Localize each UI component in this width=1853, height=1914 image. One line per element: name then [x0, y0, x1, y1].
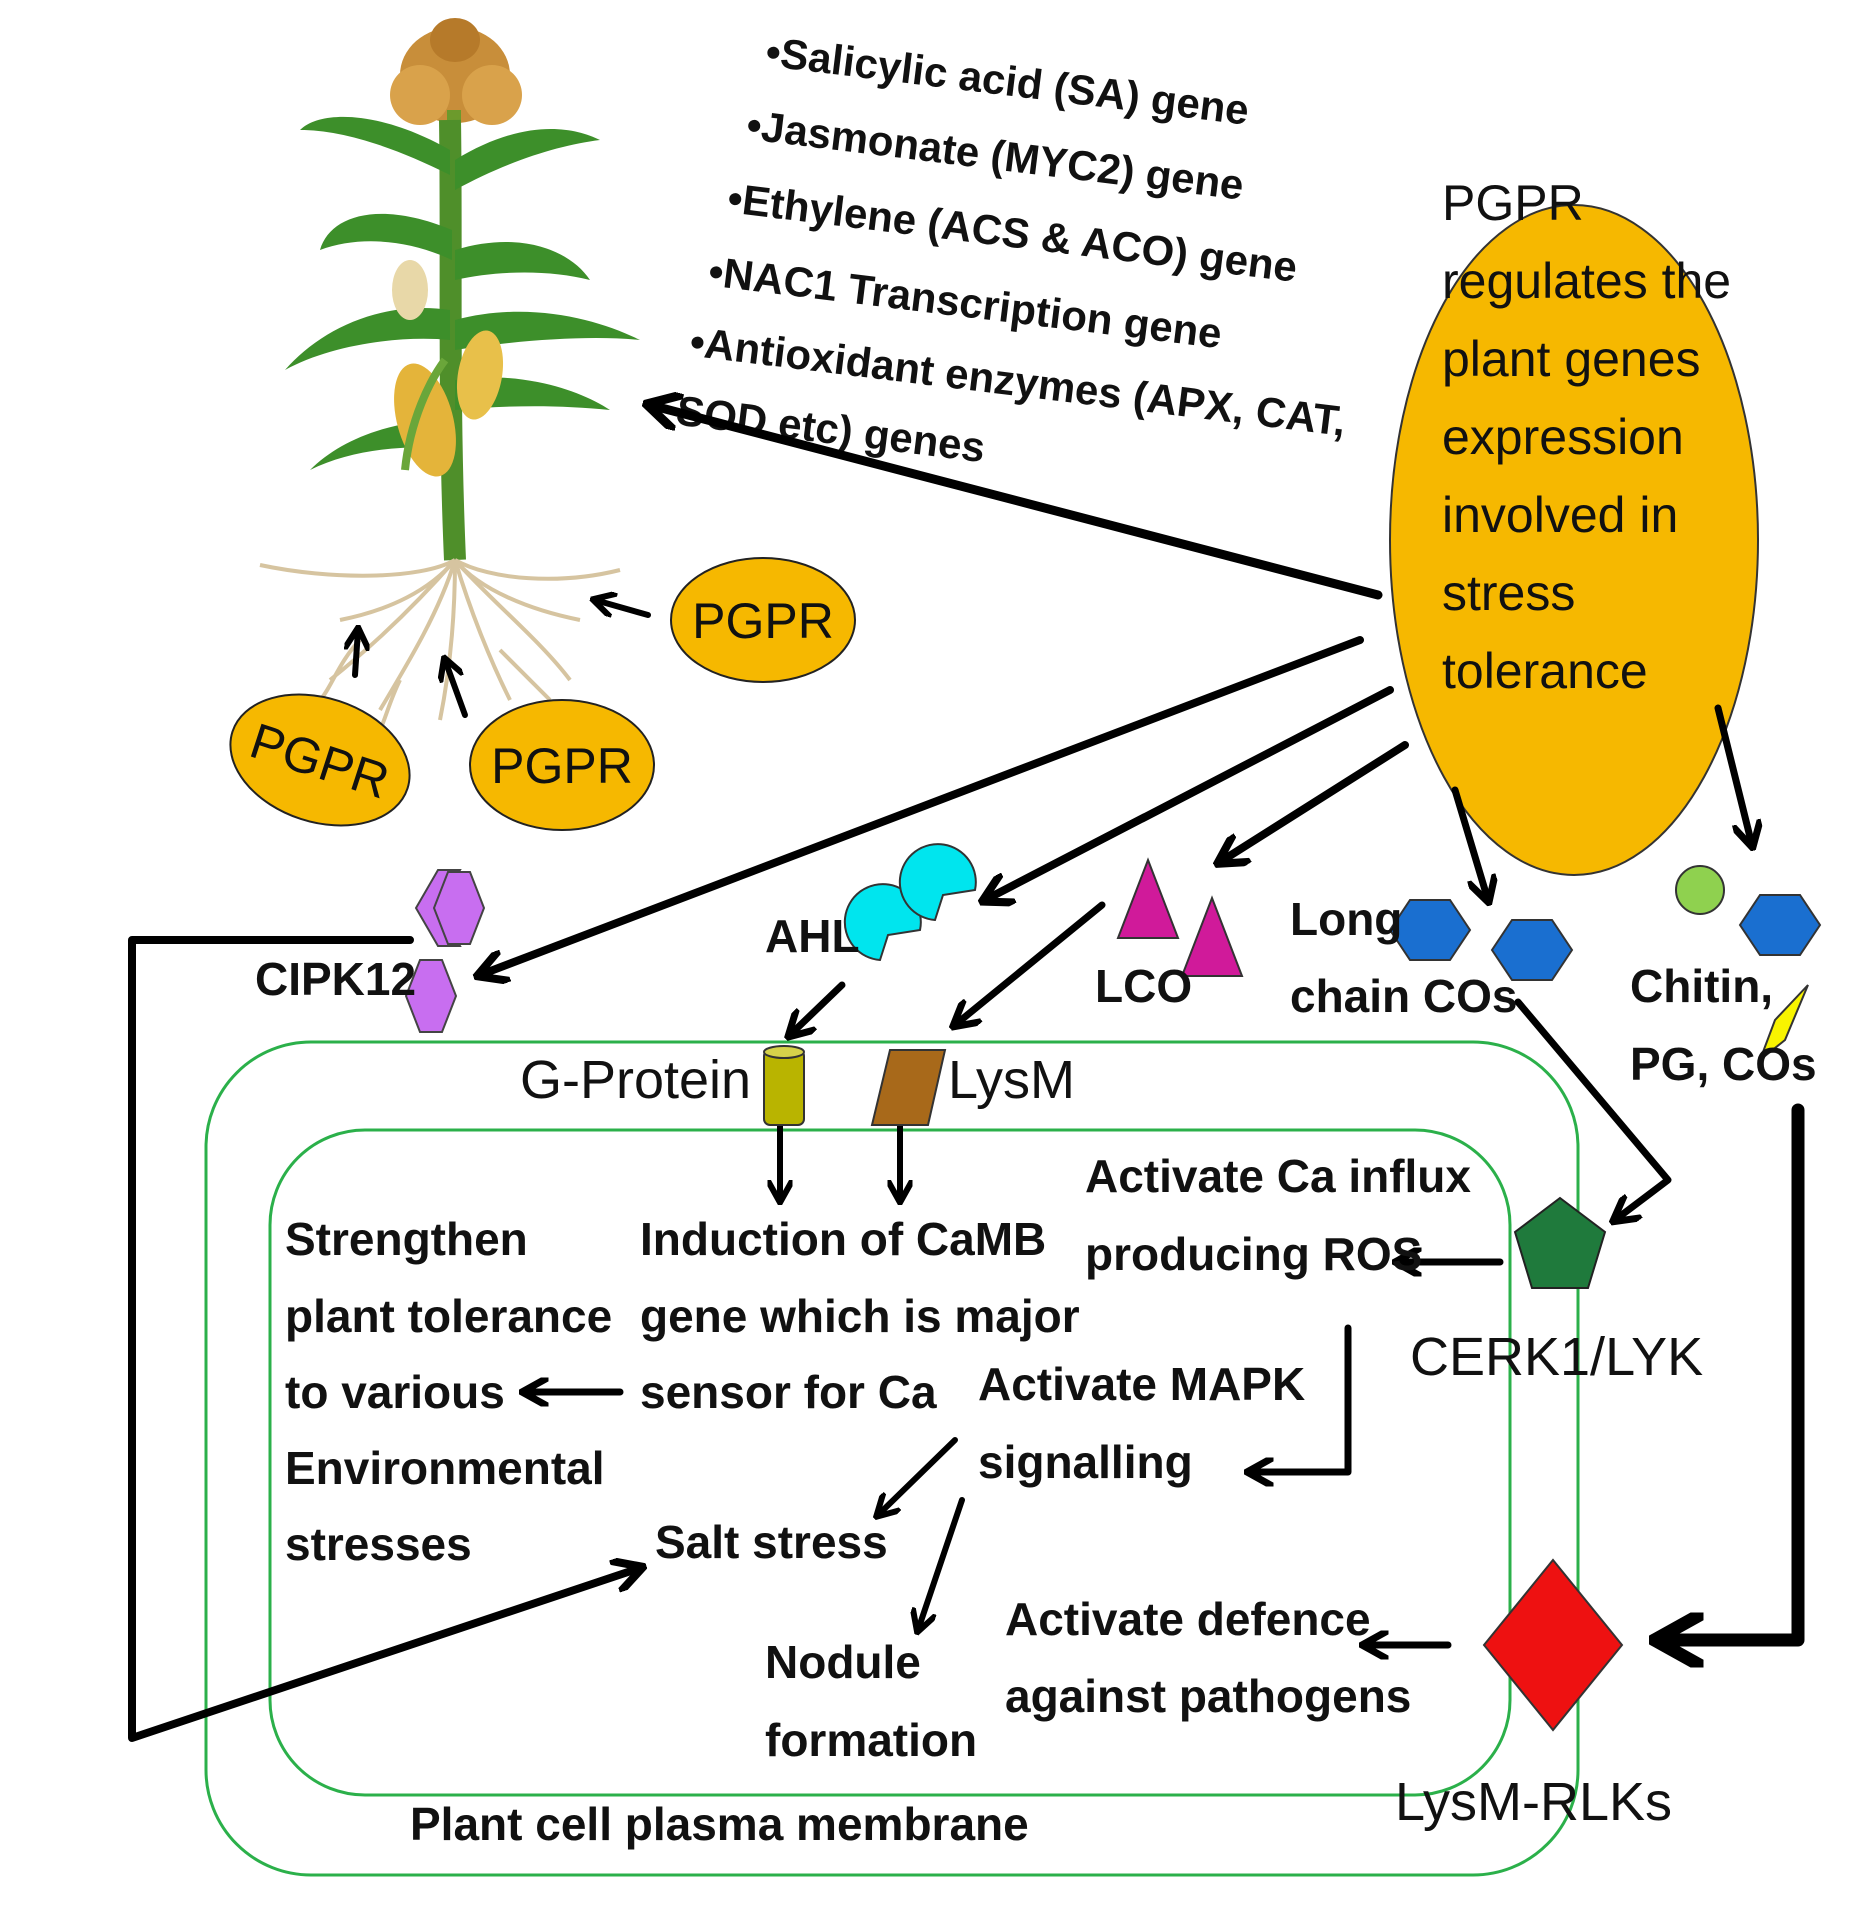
- pgpr-oval-label: PGPR: [692, 593, 834, 649]
- arrow-chitin-lysmrlk: [1660, 1103, 1805, 1640]
- cerk1-label: CERK1/LYK: [1410, 1327, 1703, 1387]
- lco-label: LCO: [1095, 960, 1192, 1012]
- outer-membrane: [204, 1040, 1580, 1877]
- arrow-to-cipk12: [480, 636, 1364, 975]
- arrow-ca-mapk: [1250, 1324, 1352, 1472]
- pgpr-main-text: PGPR regulates the plant genes expressio…: [1442, 175, 1745, 699]
- arrow-mapk-salt: [878, 1437, 958, 1515]
- chitin-hexagon: [1738, 894, 1822, 956]
- arrow-to-ahl: [985, 686, 1394, 900]
- pgpr-main-line: tolerance: [1442, 643, 1648, 699]
- chitin-circle: [1675, 865, 1725, 915]
- pgpr-main-oval: [1389, 204, 1759, 876]
- long-cos-molecules: [1388, 899, 1574, 981]
- ca-influx-text: Activate Ca influx producing ROS: [1085, 1150, 1484, 1280]
- arrow-cos-cerk1: [1514, 998, 1672, 1220]
- arrows: [128, 405, 1805, 1742]
- arrow-to-plant: [650, 405, 1383, 600]
- pgpr-main-line: involved in: [1442, 487, 1678, 543]
- lysm-label: LysM: [948, 1050, 1075, 1110]
- arrow-lco-lysm: [955, 901, 1106, 1025]
- cipk12-label: CIPK12: [255, 953, 416, 1005]
- gprotein-label: G-Protein: [520, 1050, 751, 1110]
- defence-text: Activate defence against pathogens: [1005, 1593, 1411, 1722]
- ahl-label: AHL: [765, 910, 860, 962]
- pgpr-main-line: PGPR: [1442, 175, 1584, 231]
- ahl-molecules: [843, 843, 977, 962]
- induction-text: Induction of CaMB gene which is major se…: [640, 1213, 1092, 1418]
- tassel: [390, 18, 522, 140]
- arrow-mapk-nodule: [918, 1497, 965, 1630]
- nodule-text: Nodule formation: [765, 1636, 977, 1766]
- pgpr-main-line: plant genes: [1442, 331, 1701, 387]
- lysm-rlk-receptor: [1482, 1558, 1624, 1732]
- strengthen-text: Strengthen plant tolerance to various En…: [285, 1213, 625, 1570]
- arrow-to-lco: [1220, 741, 1409, 862]
- salt-stress-text: Salt stress: [655, 1516, 888, 1568]
- lysm-rlks-label: LysM-RLKs: [1395, 1772, 1672, 1832]
- pgpr-oval-label: PGPR: [491, 738, 633, 794]
- inner-membrane: [268, 1128, 1512, 1797]
- arrow-pgpr2-roots: [355, 630, 358, 678]
- leaves: [285, 116, 640, 470]
- pg-diamond: [1757, 984, 1809, 1064]
- arrow-ahl-gprotein: [790, 981, 846, 1035]
- gprotein-receptor: [763, 1045, 805, 1126]
- pgpr-oval-1: PGPR: [670, 557, 856, 683]
- pgpr-oval-3: PGPR: [469, 699, 655, 831]
- cipk12-molecules: [404, 869, 486, 1033]
- pgpr-main-line: regulates the: [1442, 253, 1731, 309]
- pgpr-main-line: stress: [1442, 565, 1575, 621]
- maize-plant-illustration: [259, 18, 640, 731]
- lysm-receptor: [870, 1049, 947, 1126]
- pgpr-oval-2: PGPR: [229, 693, 411, 827]
- cerk1-receptor: [1513, 1196, 1607, 1289]
- small-ear: [392, 260, 428, 320]
- membrane-label: Plant cell plasma membrane: [410, 1798, 1029, 1850]
- arrow-to-chitin: [1714, 704, 1752, 845]
- lco-molecules: [1116, 857, 1244, 977]
- pgpr-main-line: expression: [1442, 409, 1684, 465]
- mapk-text: Activate MAPK signalling: [978, 1358, 1318, 1488]
- chitin-label: Chitin, PG, COs: [1630, 960, 1817, 1090]
- stalk: [439, 119, 466, 561]
- arrow-pgpr3-roots: [445, 660, 468, 718]
- arrow-cipk-salt: [128, 936, 640, 1742]
- arrow-to-long-cos: [1451, 786, 1488, 900]
- gene-item: SOD etc) genes: [674, 387, 988, 471]
- long-cos-label: Long chain COs: [1290, 893, 1518, 1022]
- arrow-pgpr1-roots: [595, 600, 651, 618]
- corn-cobs: [394, 330, 504, 477]
